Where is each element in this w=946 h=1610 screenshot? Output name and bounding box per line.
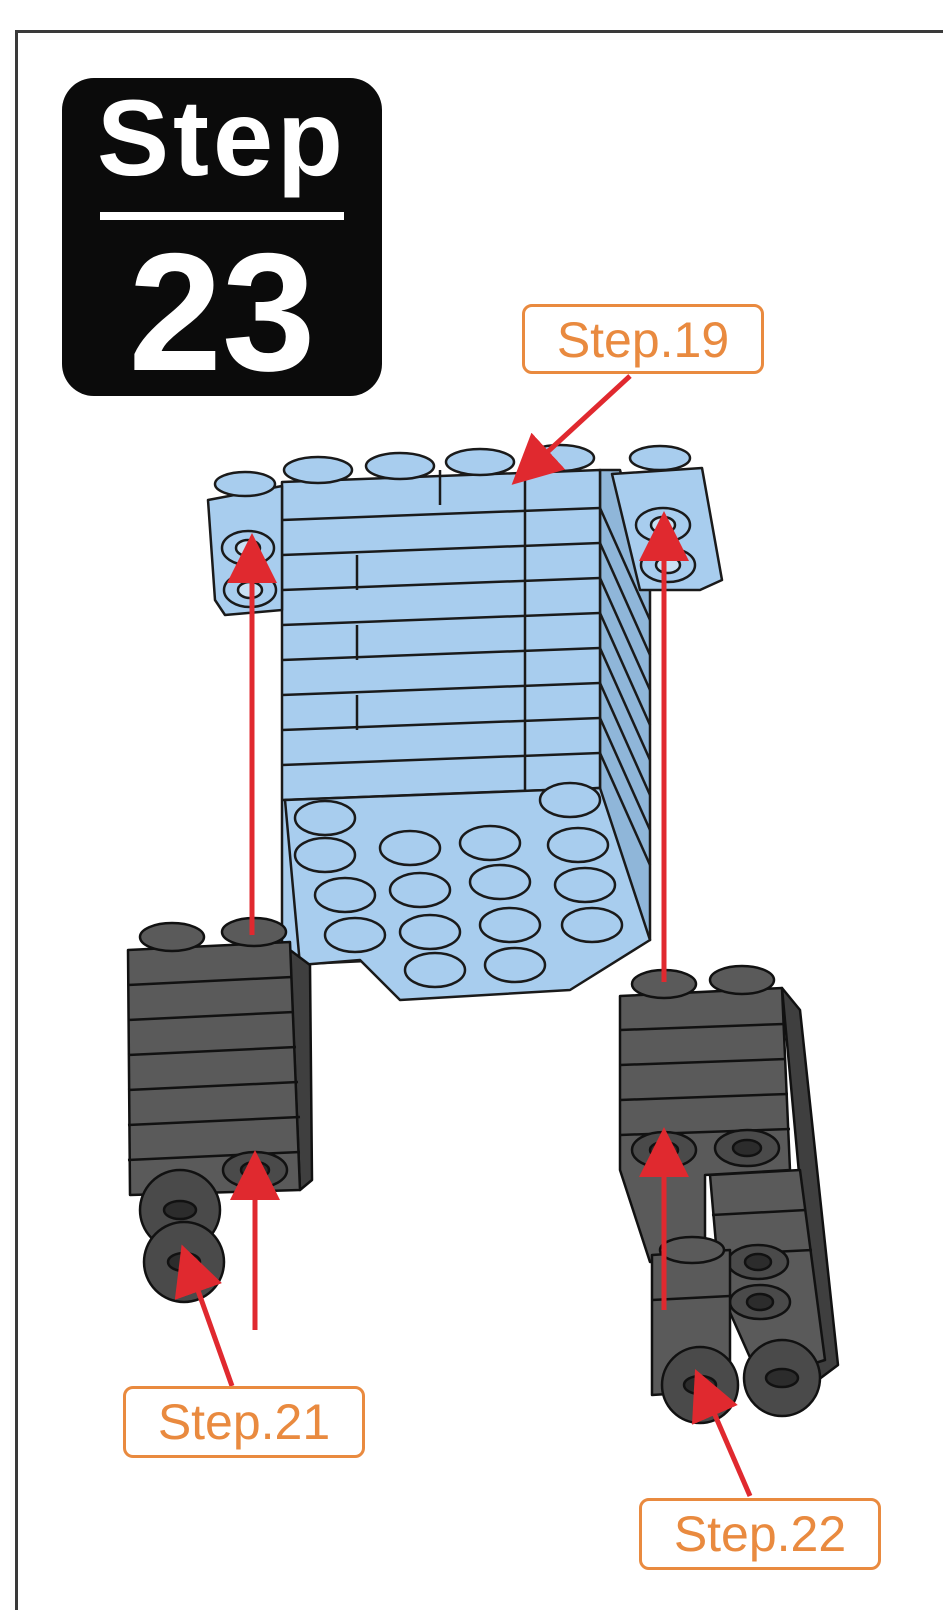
callout-step19: Step.19: [522, 304, 764, 374]
blue-assembly: [208, 445, 722, 1000]
callout-step21: Step.21: [123, 1386, 365, 1458]
callout-step22: Step.22: [639, 1498, 881, 1570]
right-dark-assembly: [620, 966, 838, 1423]
left-dark-assembly: [128, 918, 312, 1302]
